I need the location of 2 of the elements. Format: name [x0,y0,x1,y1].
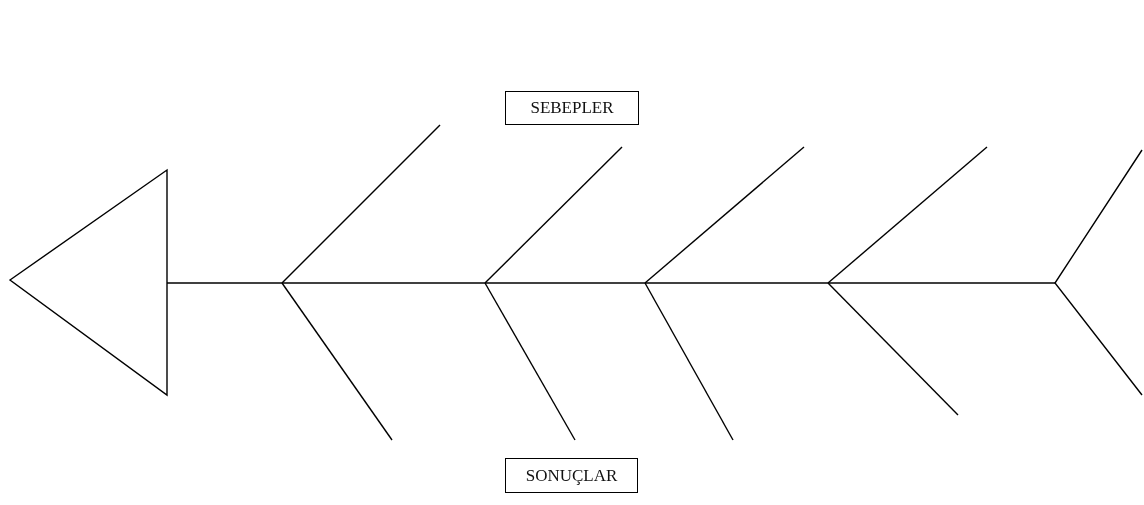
label-box: SEBEPLER [505,91,639,125]
label-box: SONUÇLAR [505,458,638,493]
